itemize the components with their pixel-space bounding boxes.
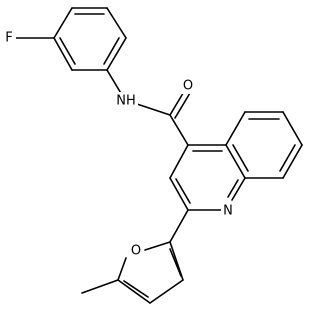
atom-label-furan-oxygen: O xyxy=(128,243,144,259)
quinoline-nitrogen-label: N xyxy=(223,204,233,219)
atom-label-amide-nitrogen: NH xyxy=(114,92,138,109)
molecule-structure-drawing: F NH O N O xyxy=(2,7,303,304)
bond-double-inner xyxy=(123,280,149,298)
bond-of-c2f xyxy=(144,241,171,251)
bond-carbonyl-double xyxy=(174,92,191,119)
bond-double-inner xyxy=(169,248,182,277)
bond-c8a-n1 xyxy=(231,177,246,201)
bond-c2-c3 xyxy=(169,177,189,211)
fluorophenyl-ring xyxy=(53,7,127,71)
bond-c7-c8 xyxy=(282,144,303,179)
bond-c4a-c8a xyxy=(225,144,246,179)
fluorine-label: F xyxy=(5,31,12,46)
bond-c5-c6 xyxy=(53,37,73,71)
bond-c6-c7 xyxy=(282,111,303,146)
bond-c2-c3 xyxy=(106,7,127,39)
quinoline-pyridine-ring xyxy=(169,144,246,211)
bond-c4f-c5f xyxy=(117,279,151,304)
bond-c3-c4 xyxy=(106,37,127,71)
quinoline-benzo-ring xyxy=(225,111,303,179)
bond-carbonyl-c4 xyxy=(169,114,189,146)
bond-methyl xyxy=(81,279,119,294)
bond-c4a-c5 xyxy=(225,111,246,146)
bond-c5f-of xyxy=(117,257,127,281)
atom-label-fluorine: F xyxy=(2,30,16,46)
bond-double-inner xyxy=(232,144,249,172)
bond-c3-c4 xyxy=(169,144,189,179)
carbonyl-oxygen-label: O xyxy=(183,79,193,94)
bond-quinoline-furan xyxy=(169,209,189,243)
bond-double-inner xyxy=(59,37,76,65)
furan-oxygen-label: O xyxy=(131,244,141,259)
bond-double-inner xyxy=(279,144,296,172)
bond-c6-c1 xyxy=(53,7,73,39)
atom-label-carbonyl-oxygen: O xyxy=(181,78,195,94)
bond-double-inner xyxy=(103,37,120,65)
bond-double-inner xyxy=(227,179,239,198)
amide-nitrogen-label: NH xyxy=(116,94,136,109)
bond-double-inner xyxy=(175,178,191,204)
atom-label-quinoline-nitrogen: N xyxy=(221,203,235,219)
furan-ring xyxy=(117,241,184,304)
bond-carbonyl-double xyxy=(169,89,186,116)
bond-c3f-c4f xyxy=(149,279,184,304)
